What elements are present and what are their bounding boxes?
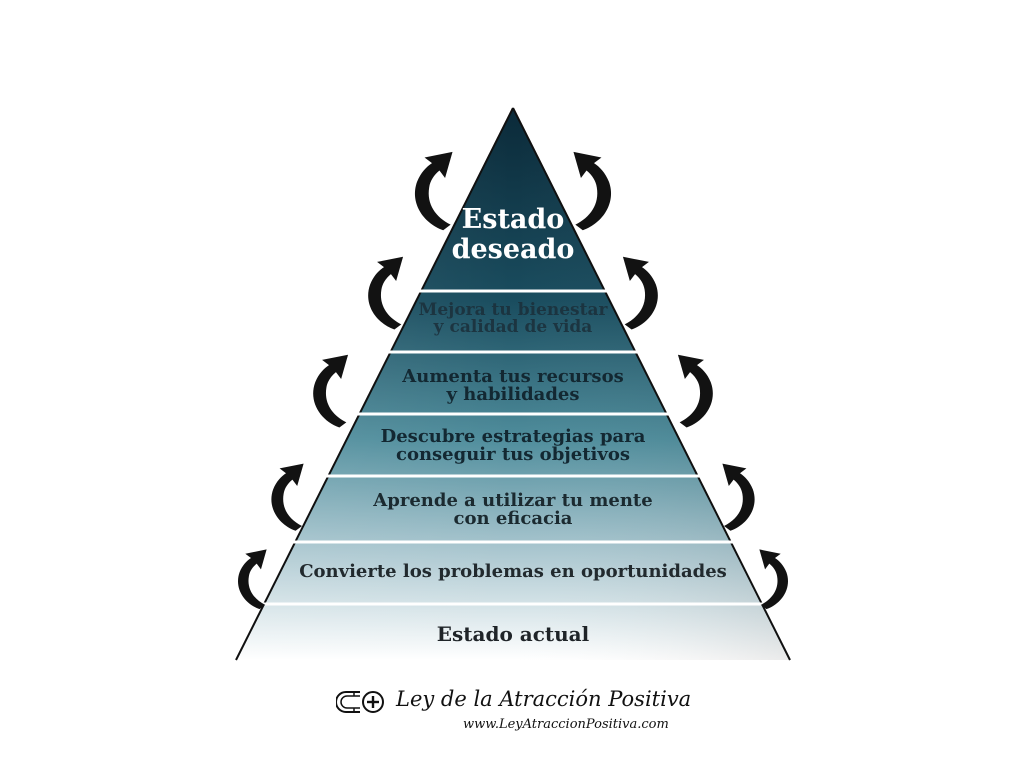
- level-wellbeing: Mejora tu bienestar y calidad de vida: [398, 302, 628, 336]
- level-label-line: Aprende a utilizar tu mente: [373, 490, 653, 511]
- level-label-line: Aumenta tus recursos: [402, 366, 624, 387]
- level-label-line: conseguir tus objetivos: [395, 444, 630, 465]
- level-label-line: con eficacia: [453, 508, 573, 529]
- level-label-line: Descubre estrategias para: [380, 426, 646, 447]
- curved-arrow-icon: [271, 463, 304, 531]
- curved-arrow-icon: [238, 549, 267, 610]
- brand-footer: Ley de la Atracción Positiva www.LeyAtra…: [336, 687, 716, 737]
- level-current-state: Estado actual: [363, 624, 663, 644]
- brand-url: www.LeyAtraccionPositiva.com: [463, 717, 669, 732]
- curved-arrow-icon: [313, 354, 349, 428]
- curved-arrow-icon: [759, 549, 788, 610]
- level-label-line: Mejora tu bienestar: [418, 300, 608, 320]
- curved-arrow-icon: [677, 354, 713, 428]
- level-label-line: y calidad de vida: [433, 317, 593, 337]
- level-label-line: deseado: [451, 233, 575, 265]
- level-label-line: Estado: [461, 204, 565, 235]
- level-desired-state: Estado deseado: [428, 205, 598, 264]
- brand-name: Ley de la Atracción Positiva: [396, 687, 692, 711]
- level-label-line: y habilidades: [446, 384, 580, 405]
- level-dividers: [243, 289, 783, 606]
- level-strategies: Descubre estrategias para conseguir tus …: [353, 428, 673, 464]
- level-mind: Aprende a utilizar tu mente con eficacia: [323, 492, 703, 528]
- curved-arrow-icon: [622, 256, 658, 330]
- magnet-plus-icon: [336, 691, 384, 713]
- level-label-line: Estado actual: [436, 622, 590, 646]
- level-label-line: Convierte los problemas en oportunidades: [299, 561, 727, 582]
- pyramid-left-edge: [235, 107, 514, 661]
- level-resources: Aumenta tus recursos y habilidades: [373, 368, 653, 404]
- level-opportunities: Convierte los problemas en oportunidades: [278, 563, 748, 581]
- pyramid-right-edge: [512, 107, 791, 661]
- curved-arrow-icon: [722, 463, 755, 531]
